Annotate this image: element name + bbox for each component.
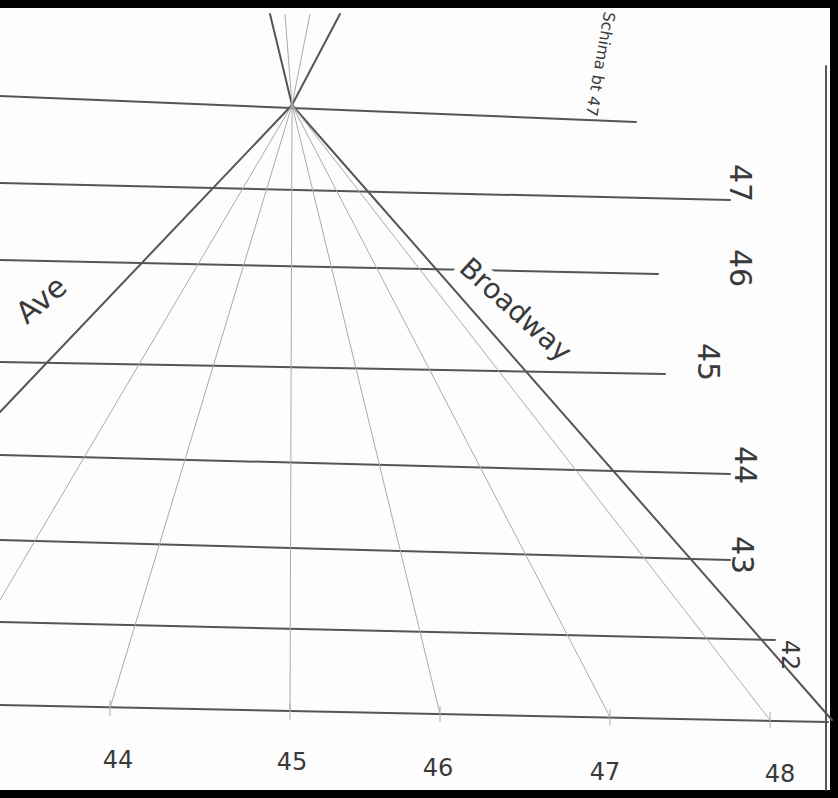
street-number: 44 [730,446,760,484]
street-number: 45 [693,343,723,381]
street-number: 46 [725,249,755,287]
avenue-number: 44 [103,748,134,772]
avenue-number: 48 [765,762,796,786]
street-number: 42 [778,640,802,671]
avenue-number: 47 [590,760,621,784]
street-number: 43 [727,536,757,574]
paper-sheet [0,8,830,790]
street-number: 47 [725,164,755,202]
avenue-number: 45 [277,750,308,774]
avenue-number: 46 [423,756,454,780]
